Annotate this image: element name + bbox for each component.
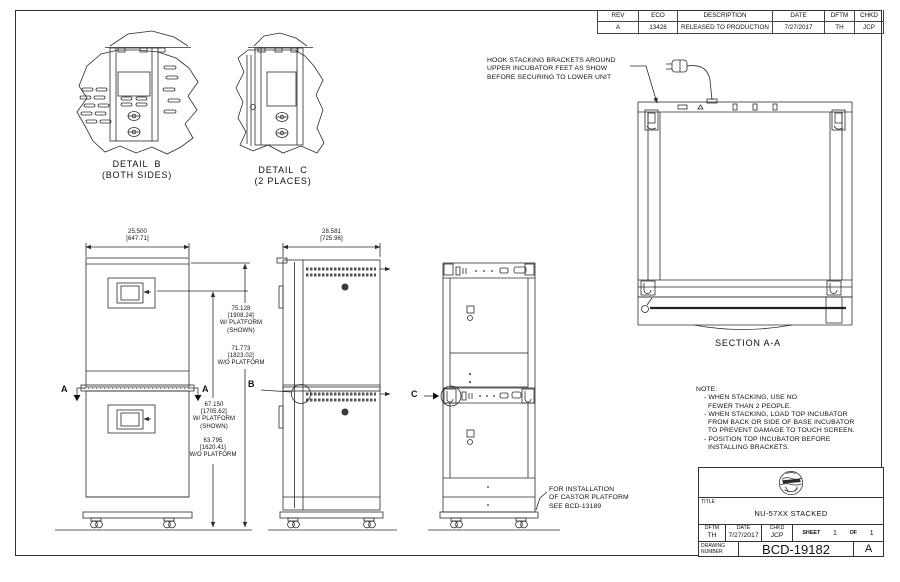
caster (90, 517, 103, 529)
dim-side-width: 28.581 [725.96] (320, 229, 343, 243)
connector-panel-icons (461, 391, 522, 401)
hook-bracket-icon (826, 280, 842, 296)
castor-platform (82, 511, 193, 519)
detail-c-title: DETAIL C (258, 165, 308, 175)
castor-platform-note: FOR INSTALLATION OF CASTOR PLATFORM SEE … (549, 486, 629, 510)
port-knob (341, 408, 349, 416)
stacking-bracket-channel (109, 47, 159, 142)
hook-stacking-note: HOOK STACKING BRACKETS AROUND UPPER INCU… (487, 57, 616, 81)
caster (363, 517, 376, 529)
hook-bracket-icon (831, 109, 846, 131)
stacking-bracket-icon (521, 388, 535, 404)
rev-col-header: REV (611, 12, 625, 19)
touch-screen (107, 404, 156, 434)
detail-c-view (235, 32, 325, 154)
title-block: TITLE NU-57XX STACKED DFTM TH DATE 7/27/… (698, 467, 884, 557)
detail-b-view (76, 30, 199, 155)
hook-bracket-icon (644, 109, 659, 131)
side-view (260, 243, 397, 531)
caster (163, 517, 176, 529)
drawing-revision: A (853, 542, 883, 556)
stacking-bracket-icon (443, 388, 457, 404)
section-arrow-a-left (73, 387, 86, 402)
connector-panel-icons (455, 266, 527, 276)
door-hinge (278, 405, 284, 429)
drawing-number-label: DRAWING NUMBER (701, 543, 725, 555)
rev-value: A (615, 24, 621, 31)
drawing-title: NU-57XX STACKED (754, 509, 828, 518)
drawing-number-row: DRAWING NUMBER BCD-19182 A (699, 542, 883, 556)
hook-bracket-icon (640, 280, 656, 296)
section-view (630, 59, 853, 330)
castor-platform (439, 511, 539, 519)
chkd-value: JCP (854, 22, 883, 33)
revision-table: REV ECO DESCRIPTION DATE DFTM CHKD A 134… (597, 10, 884, 34)
detail-c-subtitle: (2 PLACES) (254, 176, 312, 186)
detail-b-title: DETAIL B (112, 159, 162, 169)
date-cell: DATE 7/27/2017 (725, 525, 761, 541)
date-value: 7/27/2017 (772, 22, 824, 33)
title-label: TITLE (701, 499, 716, 505)
description-col-header: DESCRIPTION (677, 10, 772, 21)
detail-marker-c: C (411, 389, 418, 399)
chkd-cell: CHKD JCP (761, 525, 792, 541)
dim-stack-with-platform: 75.128 [1908.24] W/ PLATFORM (SHOWN) (219, 306, 263, 334)
revision-table-header: REV ECO DESCRIPTION DATE DFTM CHKD (598, 10, 883, 21)
hook-note-leader (630, 65, 658, 104)
door-hinge (278, 285, 284, 309)
chkd-col-header: CHKD (854, 10, 883, 21)
dim-front-width: 25.500 [647.71] (126, 229, 149, 243)
touch-screen (107, 277, 156, 309)
detail-marker-b: B (248, 379, 255, 389)
dim-screen-with-platform: 67.150 [1705.62] W/ PLATFORM (SHOWN) (192, 402, 236, 430)
nuaire-globe-logo (778, 470, 804, 495)
eco-col-header: ECO (638, 10, 677, 21)
dftm-value: TH (824, 22, 854, 33)
caster (287, 517, 300, 529)
bracket-screw-icon (275, 112, 289, 122)
stacking-bracket-channel (254, 47, 304, 146)
caster (515, 517, 528, 529)
detail-b-callout-circle (291, 384, 311, 404)
drawing-number: BCD-19182 (738, 542, 853, 556)
caster (450, 517, 463, 529)
revision-table-row: A 13428 RELEASED TO PRODUCTION 7/27/2017… (598, 21, 883, 33)
title-cell: TITLE NU-57XX STACKED (699, 498, 883, 525)
dim-stack-without-platform: 71.773 [1823.02] W/O PLATFORM (217, 346, 265, 367)
sheet-border (15, 10, 882, 556)
dftm-cell: DFTM TH (704, 525, 720, 539)
info-row: DFTM TH DATE 7/27/2017 CHKD JCP SHEET 1 … (699, 525, 883, 542)
notes-block: NOTE: - WHEN STACKING, USE NO FEWER THAN… (696, 386, 855, 452)
castor-platform (279, 511, 384, 519)
dim-screen-without-platform: 63.795 [1620.41] W/O PLATFORM (189, 438, 237, 459)
vent-slots (79, 65, 181, 124)
bracket-screw-icon (127, 111, 141, 121)
logo-cell (699, 468, 883, 498)
dftm-col-header: DFTM (824, 10, 854, 21)
power-cord (666, 59, 718, 104)
description-value: RELEASED TO PRODUCTION (677, 22, 772, 33)
notes-title: NOTE: (696, 386, 718, 393)
section-arrow-a-right (189, 387, 202, 402)
section-marker-a-left: A (61, 384, 68, 394)
detail-b-subtitle: (BOTH SIDES) (101, 170, 173, 180)
eco-value: 13428 (638, 22, 677, 33)
detail-c-callout-circle (440, 385, 462, 407)
date-col-header: DATE (772, 10, 824, 21)
front-view (55, 243, 252, 531)
vent-perforations (306, 267, 376, 402)
bracket-screw-icon (275, 128, 289, 138)
port-knob (341, 283, 349, 291)
rear-view (424, 262, 560, 531)
bracket-screw-icon (127, 127, 141, 137)
castor-note-leader (535, 491, 548, 511)
section-label: SECTION A-A (715, 338, 781, 348)
sheet-cell: SHEET 1 OF 1 (792, 525, 883, 541)
section-marker-a-right: A (202, 384, 209, 394)
